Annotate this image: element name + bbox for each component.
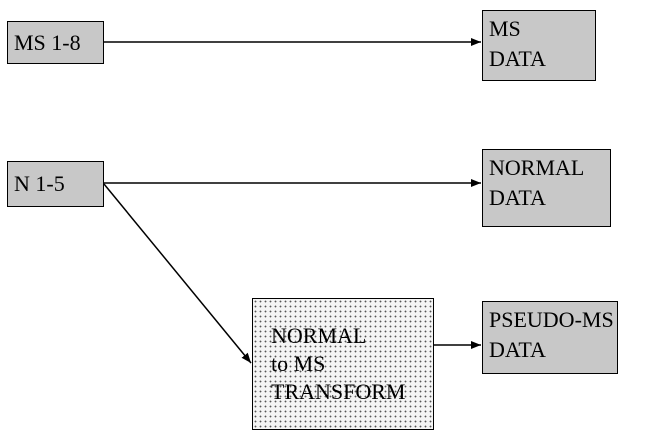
pseudo-ms-data-label-1: PSEUDO-MS [489,307,614,332]
n-source-label: N 1-5 [14,171,65,196]
normal-data-box: NORMAL DATA [482,149,611,227]
normal-data-label-2: DATA [489,185,546,210]
transform-label-2: to MS [271,351,326,376]
ms-source-label: MS 1-8 [14,29,81,55]
normal-data-label-1: NORMAL [489,155,585,180]
pseudo-ms-data-label-2: DATA [489,337,546,362]
transform-box: NORMAL to MS TRANSFORM [252,298,434,430]
transform-label-1: NORMAL [271,323,367,348]
ms-data-label-1: MS [489,16,521,41]
ms-data-box: MS DATA [482,10,596,81]
arrow-n-to-transform [103,183,252,364]
n-source-box: N 1-5 [7,161,104,207]
transform-label-3: TRANSFORM [271,379,406,404]
ms-source-box: MS 1-8 [7,21,104,64]
ms-data-label-2: DATA [489,46,546,71]
pseudo-ms-data-box: PSEUDO-MS DATA [482,301,618,374]
